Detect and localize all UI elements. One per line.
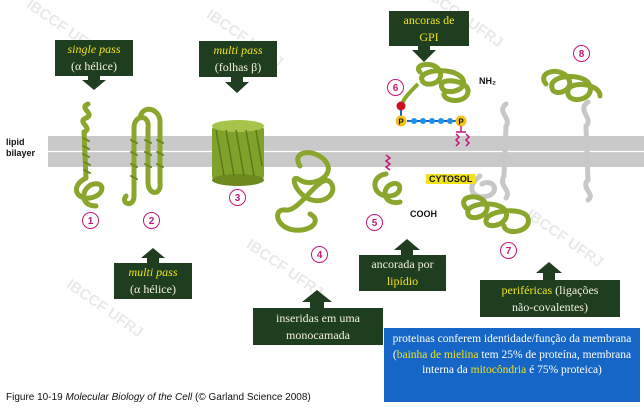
monolayer-line2: monocamada bbox=[286, 328, 350, 342]
multi-pass-alpha-subtitle: (α hélice) bbox=[130, 282, 176, 296]
arrow-up bbox=[536, 262, 562, 280]
lipid-bilayer bbox=[48, 136, 644, 167]
note-highlight-myelin: bainha de mielina bbox=[396, 348, 479, 361]
arrow-down bbox=[82, 76, 106, 90]
arrow-down bbox=[225, 76, 249, 93]
protein-multi-pass-alpha bbox=[122, 106, 164, 206]
gpi-box: ancoras de GPI bbox=[389, 11, 469, 46]
bilayer-label-line1: lipid bbox=[6, 137, 25, 147]
note-text-1: proteinas conferem identidade/função da … bbox=[392, 333, 632, 361]
arrow-down bbox=[412, 44, 436, 62]
multi-pass-alpha-title: multi pass bbox=[128, 265, 178, 279]
number-badge-1: 1 bbox=[82, 212, 99, 229]
protein-gpi bbox=[395, 62, 471, 147]
arrow-up bbox=[302, 290, 332, 308]
arrow-up bbox=[394, 239, 420, 255]
number-badge-6: 6 bbox=[387, 79, 404, 96]
nh2-label: NH₂ bbox=[479, 76, 496, 86]
note-highlight-mitochondria: mitocôndria bbox=[470, 364, 527, 376]
caption-suffix: (© Garland Science 2008) bbox=[192, 392, 311, 403]
gpi-title-line2: GPI bbox=[419, 30, 439, 44]
protein-lipid-anchored bbox=[372, 154, 403, 206]
cooh-label: COOH bbox=[410, 209, 437, 219]
peripheral-line2: não-covalentes) bbox=[512, 300, 588, 314]
single-pass-box: single pass (α hélice) bbox=[55, 40, 133, 76]
lipid-anchor-line2: lipídio bbox=[386, 274, 419, 288]
number-badge-8: 8 bbox=[573, 45, 590, 62]
protein-monolayer bbox=[275, 150, 336, 233]
bilayer-label: lipid bilayer bbox=[6, 137, 35, 159]
caption-title: Molecular Biology of the Cell bbox=[65, 392, 193, 403]
figure-caption: Figure 10-19 Molecular Biology of the Ce… bbox=[6, 392, 311, 403]
arrow-up bbox=[141, 248, 165, 263]
gpi-title-line1: ancoras de bbox=[403, 13, 455, 27]
protein-peripheral-top bbox=[541, 68, 603, 203]
cytosol-label: CYTOSOL bbox=[426, 174, 476, 184]
multi-pass-beta-subtitle: (folhas β) bbox=[214, 60, 262, 74]
single-pass-subtitle: (α hélice) bbox=[71, 59, 117, 73]
bilayer-label-line2: bilayer bbox=[6, 148, 36, 158]
multi-pass-beta-title: multi pass bbox=[213, 43, 263, 57]
lipid-anchor-line1: ancorada por bbox=[371, 257, 434, 271]
protein-peripheral bbox=[461, 101, 531, 235]
caption-prefix: Figure 10-19 bbox=[6, 392, 66, 403]
phosphate-label: P bbox=[458, 118, 464, 127]
phosphate-label: P bbox=[398, 118, 404, 127]
info-note: proteinas conferem identidade/função da … bbox=[384, 328, 640, 402]
number-badge-5: 5 bbox=[366, 214, 383, 231]
monolayer-box: inseridas em uma monocamada bbox=[253, 308, 383, 345]
number-badge-4: 4 bbox=[311, 246, 328, 263]
multi-pass-alpha-box: multi pass (α hélice) bbox=[114, 263, 192, 299]
number-badge-7: 7 bbox=[500, 242, 517, 259]
note-text-2: tem 25% de proteína, membrana interna da bbox=[422, 348, 632, 377]
peripheral-text: (ligações bbox=[552, 283, 599, 297]
arrows bbox=[82, 44, 562, 308]
monolayer-line1: inseridas em uma bbox=[276, 311, 360, 325]
peripheral-line1: periféricas (ligações bbox=[480, 282, 620, 299]
protein-single-pass bbox=[74, 101, 105, 209]
number-badge-3: 3 bbox=[229, 189, 246, 206]
peripheral-highlight: periféricas bbox=[501, 283, 553, 297]
single-pass-title: single pass bbox=[67, 42, 121, 56]
lipid-anchor-box: ancorada por lipídio bbox=[359, 255, 446, 291]
protein-beta-barrel bbox=[212, 120, 264, 186]
multi-pass-beta-box: multi pass (folhas β) bbox=[199, 41, 277, 77]
peripheral-box: periféricas (ligações não-covalentes) bbox=[480, 280, 620, 317]
number-badge-2: 2 bbox=[143, 212, 160, 229]
note-text-3: é 75% proteica) bbox=[526, 364, 602, 376]
